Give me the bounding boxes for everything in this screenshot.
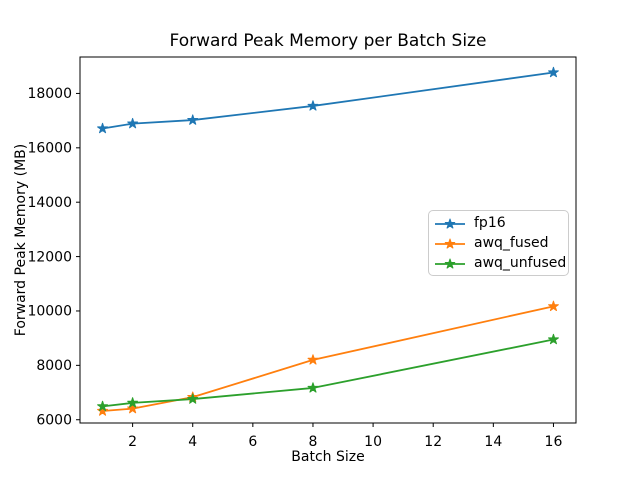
legend-item-awq-fused: awq_fused (435, 233, 562, 253)
chart-title: Forward Peak Memory per Batch Size (169, 31, 487, 51)
x-tick-label: 14 (484, 434, 502, 450)
legend-swatch-svg (435, 218, 465, 229)
marker-awq_unfused (548, 333, 559, 345)
marker-fp16 (127, 117, 139, 129)
x-tick-label: 10 (364, 434, 382, 450)
marker-awq_unfused (187, 393, 199, 404)
legend-marker-awq-unfused-icon (435, 256, 465, 270)
y-tick-label: 12000 (27, 249, 72, 265)
x-axis-label: Batch Size (291, 449, 365, 465)
marker-awq_fused (97, 405, 108, 416)
y-tick-label: 8000 (36, 358, 72, 374)
y-axis-label: Forward Peak Memory (MB) (13, 143, 29, 337)
legend-swatch-svg (435, 238, 465, 249)
legend-label-awq-fused: awq_fused (474, 235, 549, 251)
x-tick-label: 8 (309, 434, 318, 450)
x-tick-label: 6 (248, 434, 257, 450)
y-tick-label: 18000 (27, 86, 72, 102)
series-line-awq_fused (101, 305, 555, 412)
series-line-awq_unfused (101, 338, 555, 408)
marker-awq_unfused (307, 382, 319, 393)
legend-marker-fp16-icon (435, 216, 465, 230)
marker-fp16 (548, 66, 559, 78)
marker-fp16 (307, 100, 319, 111)
marker-awq_unfused (127, 397, 139, 408)
legend-swatch-svg (435, 258, 465, 269)
x-tick-label: 16 (545, 434, 563, 450)
marker-awq_unfused (97, 400, 108, 412)
x-tick-label: 12 (424, 434, 442, 450)
x-tick-label: 2 (128, 434, 137, 450)
marker-awq_fused (307, 354, 319, 365)
marker-awq_fused (127, 402, 139, 414)
series-line-fp16 (101, 71, 555, 130)
y-tick-label: 10000 (27, 304, 72, 320)
legend-marker-awq-fused-icon (435, 236, 465, 250)
x-tick-label: 4 (188, 434, 197, 450)
axes-spines (79, 56, 577, 424)
legend-item-awq-unfused: awq_unfused (435, 253, 566, 273)
y-tick-label: 6000 (36, 412, 72, 428)
legend-label-fp16: fp16 (474, 215, 506, 231)
marker-awq_fused (548, 300, 559, 312)
legend-label-awq-unfused: awq_unfused (474, 255, 567, 271)
y-tick-label: 14000 (27, 195, 72, 211)
y-tick-label: 16000 (27, 141, 72, 157)
legend: fp16 awq_fused awq_unfused (428, 210, 569, 276)
marker-fp16 (187, 114, 199, 125)
legend-item-fp16: fp16 (435, 213, 562, 233)
marker-fp16 (97, 122, 108, 134)
